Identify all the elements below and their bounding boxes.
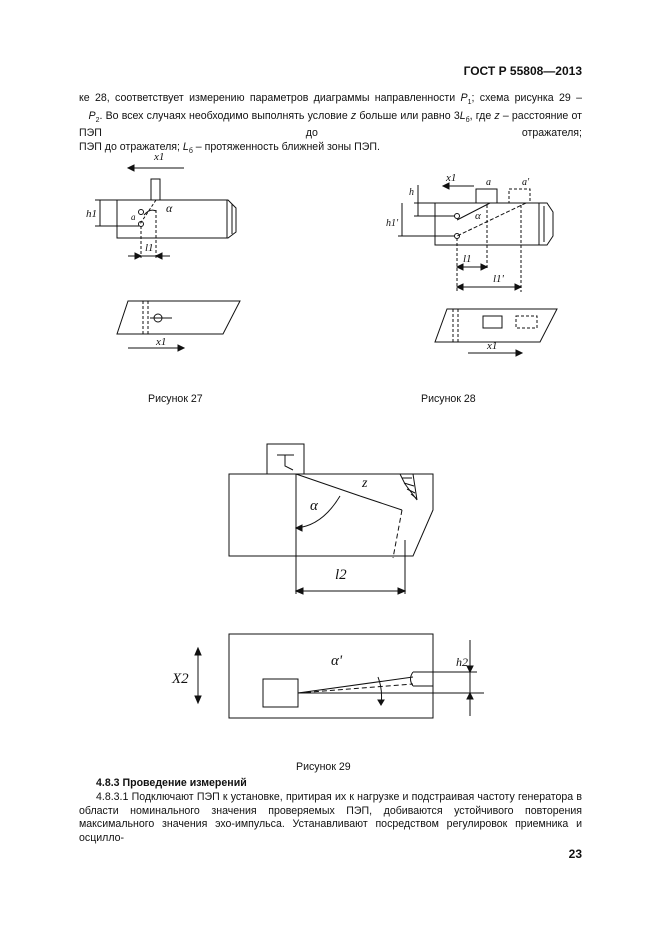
fig27-label-x1-top: x1 (153, 151, 164, 163)
fig27-label-a: a (131, 212, 136, 222)
fig28-block-top (434, 202, 554, 246)
section-heading: 4.8.3 Проведение измерений (96, 777, 247, 789)
fig27-transducer (150, 178, 161, 201)
fig28-transducer-a-prime (508, 188, 531, 204)
intro-paragraph: ке 28, соответствует измерению параметро… (79, 92, 582, 158)
fig28-label-a-prime: a' (522, 177, 530, 188)
fig29-transducer (266, 443, 305, 475)
intro-line-3: ПЭП до отражателя; Lб – протяженность бл… (79, 140, 380, 155)
document-header: ГОСТ Р 55808—2013 (463, 64, 582, 78)
fig28-label-x1-bottom: x1 (486, 340, 497, 352)
fig27-label-alpha: α (166, 201, 173, 215)
figure-27-caption: Рисунок 27 (148, 393, 203, 405)
fig29-label-z: z (361, 476, 368, 491)
intro-line-1: ке 28, соответствует измерению параметро… (79, 92, 582, 107)
fig28-label-l1-prime: l1' (493, 273, 505, 285)
page-number: 23 (568, 847, 582, 861)
fig29-label-alpha-prime: α' (331, 653, 343, 669)
fig28-label-x1-top: x1 (445, 172, 456, 184)
fig28-label-h: h (409, 187, 414, 198)
fig29-label-l2: l2 (335, 567, 347, 583)
fig27-label-h1: h1 (86, 208, 97, 220)
fig29-block-top (228, 633, 434, 719)
fig27-label-l1: l1 (145, 242, 154, 254)
fig28-label-h1-prime: h1' (386, 218, 399, 229)
figure-28-caption: Рисунок 28 (421, 393, 476, 405)
figure-28: x1 h h1' a a' α l1 l1' x1 (386, 172, 558, 357)
fig28-label-alpha: α (475, 210, 481, 222)
fig27-block-side (116, 300, 241, 335)
fig29-label-h2: h2 (456, 655, 468, 669)
fig29-label-alpha: α (310, 498, 319, 514)
intro-line-2: P2. Во всех случаях необходимо выполнять… (79, 109, 582, 140)
fig29-label-x2: X2 (171, 671, 189, 687)
fig28-block-side (434, 308, 558, 343)
body-paragraph: 4.8.3.1 Подключают ПЭП к установке, прит… (79, 791, 582, 844)
fig27-block-top (116, 199, 237, 239)
fig28-label-l1: l1 (463, 253, 472, 265)
fig29-block-front (228, 473, 434, 557)
fig28-transducer-a (475, 188, 498, 204)
figure-29-caption: Рисунок 29 (296, 761, 351, 773)
fig27-label-x1-bottom: x1 (155, 336, 166, 348)
fig29-transducer-top (262, 678, 299, 708)
fig28-label-a: a (486, 177, 491, 188)
figure-27: x1 h1 α a l1 x1 (86, 151, 241, 352)
figure-29: z α l2 α' h2 X2 (171, 443, 484, 719)
